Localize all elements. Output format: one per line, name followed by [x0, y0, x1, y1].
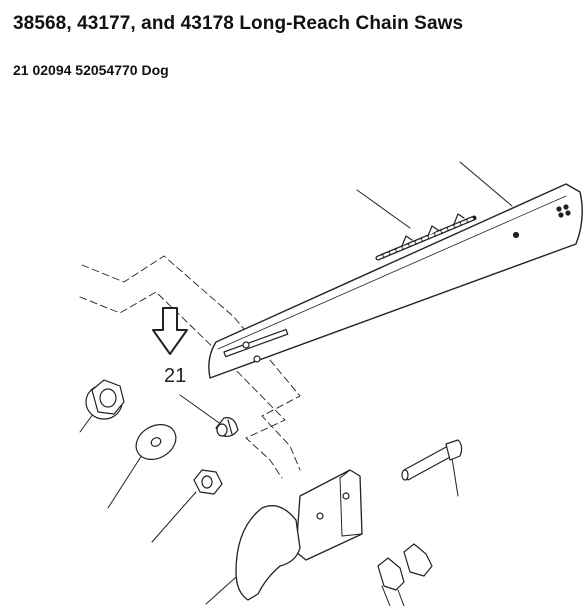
- part-description: 21 02094 52054770 Dog: [13, 62, 169, 78]
- hex-nut: [193, 469, 223, 495]
- callout-number: 21: [164, 365, 186, 387]
- assembly-guide-lines: [79, 255, 301, 479]
- page-title: 38568, 43177, and 43178 Long-Reach Chain…: [13, 13, 464, 34]
- guide-bar: [208, 183, 583, 379]
- washer: [135, 424, 177, 460]
- down-arrow-icon: [152, 307, 188, 355]
- long-bolt: [401, 439, 463, 481]
- dog-part: [215, 417, 239, 437]
- saw-chain: [375, 213, 477, 261]
- small-bolts: [377, 543, 433, 606]
- mounting-bracket: [235, 469, 363, 601]
- flange-nut: [85, 379, 125, 420]
